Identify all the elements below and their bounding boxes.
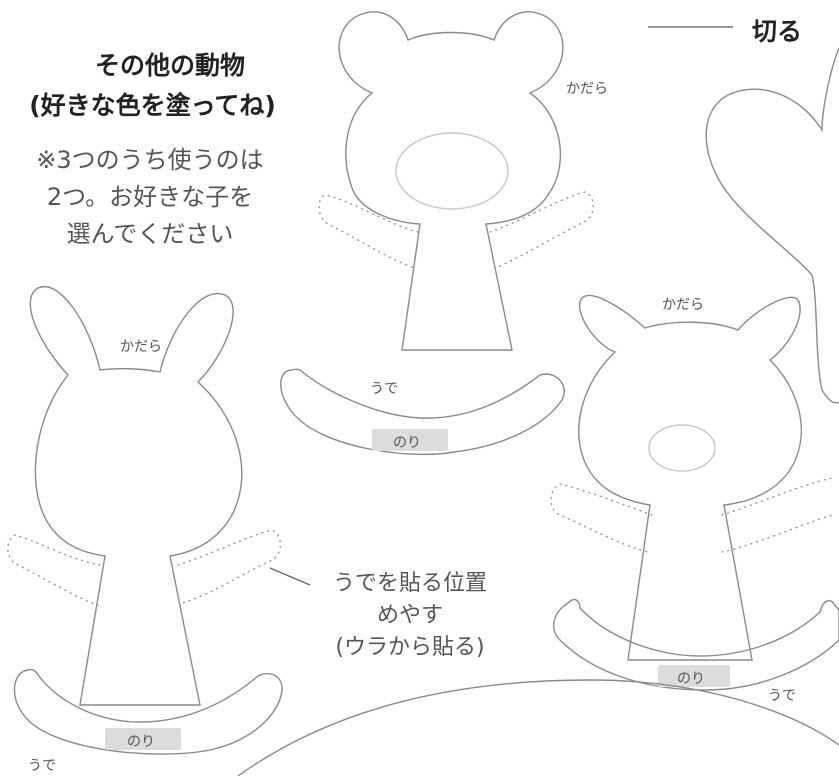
arm-position-annotation-line-3: (ウラから貼る) <box>335 635 485 660</box>
rabbit-body-outline <box>29 285 243 706</box>
bear-muzzle <box>395 132 509 210</box>
bear-arm-guide-right <box>489 191 594 269</box>
cat-arm-guide-left <box>550 483 653 553</box>
cat-arm-label: うで <box>768 688 796 704</box>
cat-muzzle <box>648 424 716 472</box>
cat-arm-guide-right <box>721 477 833 553</box>
rabbit-arm-label: うで <box>28 758 56 774</box>
rabbit-body-label: かだら <box>120 339 162 355</box>
bear-cutout <box>280 11 594 456</box>
bear-arm-piece <box>280 368 565 456</box>
cat-cutout <box>550 294 839 691</box>
rabbit-cutout <box>7 285 311 755</box>
rabbit-arm-guide-right <box>177 529 282 604</box>
partial-cutout-shape-right <box>705 47 839 404</box>
bear-glue-label: のり <box>393 435 421 451</box>
bear-arm-label: うで <box>370 381 398 397</box>
cat-body-outline <box>578 294 802 661</box>
cat-arm-piece <box>553 598 839 691</box>
rabbit-glue-band <box>105 728 181 750</box>
bear-body-label: かだら <box>566 81 608 97</box>
selection-note-line-2: 2つ。お好きな子を <box>46 183 254 211</box>
page-title: その他の動物 <box>94 51 245 80</box>
cut-legend-label: 切る <box>752 17 803 46</box>
bear-glue-band <box>372 429 448 451</box>
page-subtitle: (好きな色を塗ってね) <box>29 91 276 120</box>
arm-position-annotation-line-1: うでを貼る位置 <box>332 571 487 596</box>
annotation-pointer-line <box>269 567 311 586</box>
cat-glue-label: のり <box>677 671 705 687</box>
rabbit-arm-guide-left <box>7 534 101 606</box>
bear-body-outline <box>338 11 564 351</box>
selection-note-line-3: 選んでください <box>66 220 234 248</box>
bear-arm-guide-left <box>318 194 419 269</box>
rabbit-arm-piece <box>13 668 283 755</box>
cat-body-label: かだら <box>662 297 704 313</box>
bottom-large-cutout-arc <box>237 679 839 776</box>
rabbit-glue-label: のり <box>127 734 155 750</box>
arm-position-annotation-line-2: めやす <box>376 603 443 628</box>
cat-glue-band <box>658 665 730 687</box>
selection-note-line-1: ※3つのうち使うのは <box>36 146 264 174</box>
